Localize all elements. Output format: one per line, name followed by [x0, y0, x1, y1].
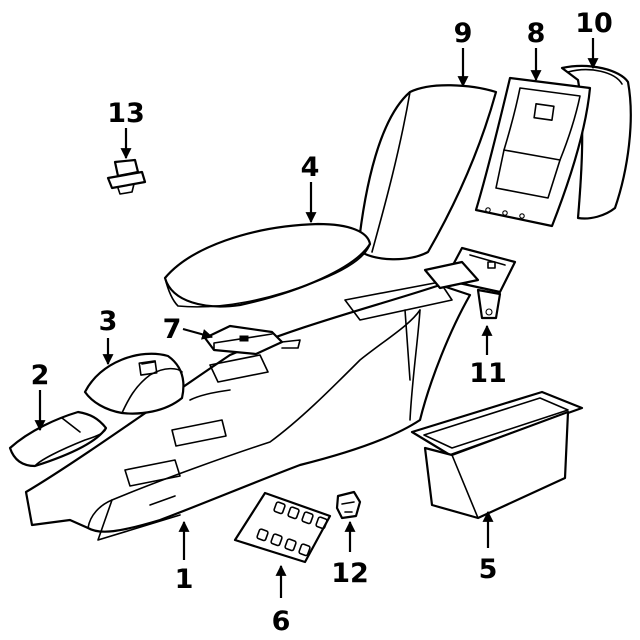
callout-12: 12 [331, 558, 369, 589]
part-switch-pad [233, 491, 332, 564]
part-lid-liner [474, 76, 592, 228]
part-cup-holder [83, 352, 185, 415]
part-fastener [106, 158, 147, 195]
part-center-console [24, 281, 472, 541]
part-storage-bin [410, 390, 584, 520]
callout-labels: 1 2 3 4 5 6 7 8 9 10 11 12 13 [31, 8, 613, 637]
callout-1: 1 [175, 564, 194, 595]
callout-7: 7 [163, 314, 182, 345]
callout-5: 5 [479, 554, 498, 585]
callout-11: 11 [469, 358, 507, 389]
leader-lines [34, 38, 599, 598]
part-hinge-bracket [423, 246, 517, 320]
callout-10: 10 [575, 8, 613, 39]
callout-9: 9 [454, 18, 473, 49]
leader-7 [182, 327, 214, 340]
part-console-bracket [203, 324, 301, 356]
part-trim-pad [8, 410, 108, 468]
callout-13: 13 [107, 98, 145, 129]
callout-3: 3 [99, 306, 118, 337]
part-armrest-pad [163, 222, 372, 308]
callout-4: 4 [301, 152, 320, 183]
callout-6: 6 [272, 606, 291, 637]
callout-2: 2 [31, 360, 50, 391]
part-clip-small [335, 490, 362, 520]
part-armrest-lid [356, 84, 498, 261]
callout-8: 8 [527, 18, 546, 49]
